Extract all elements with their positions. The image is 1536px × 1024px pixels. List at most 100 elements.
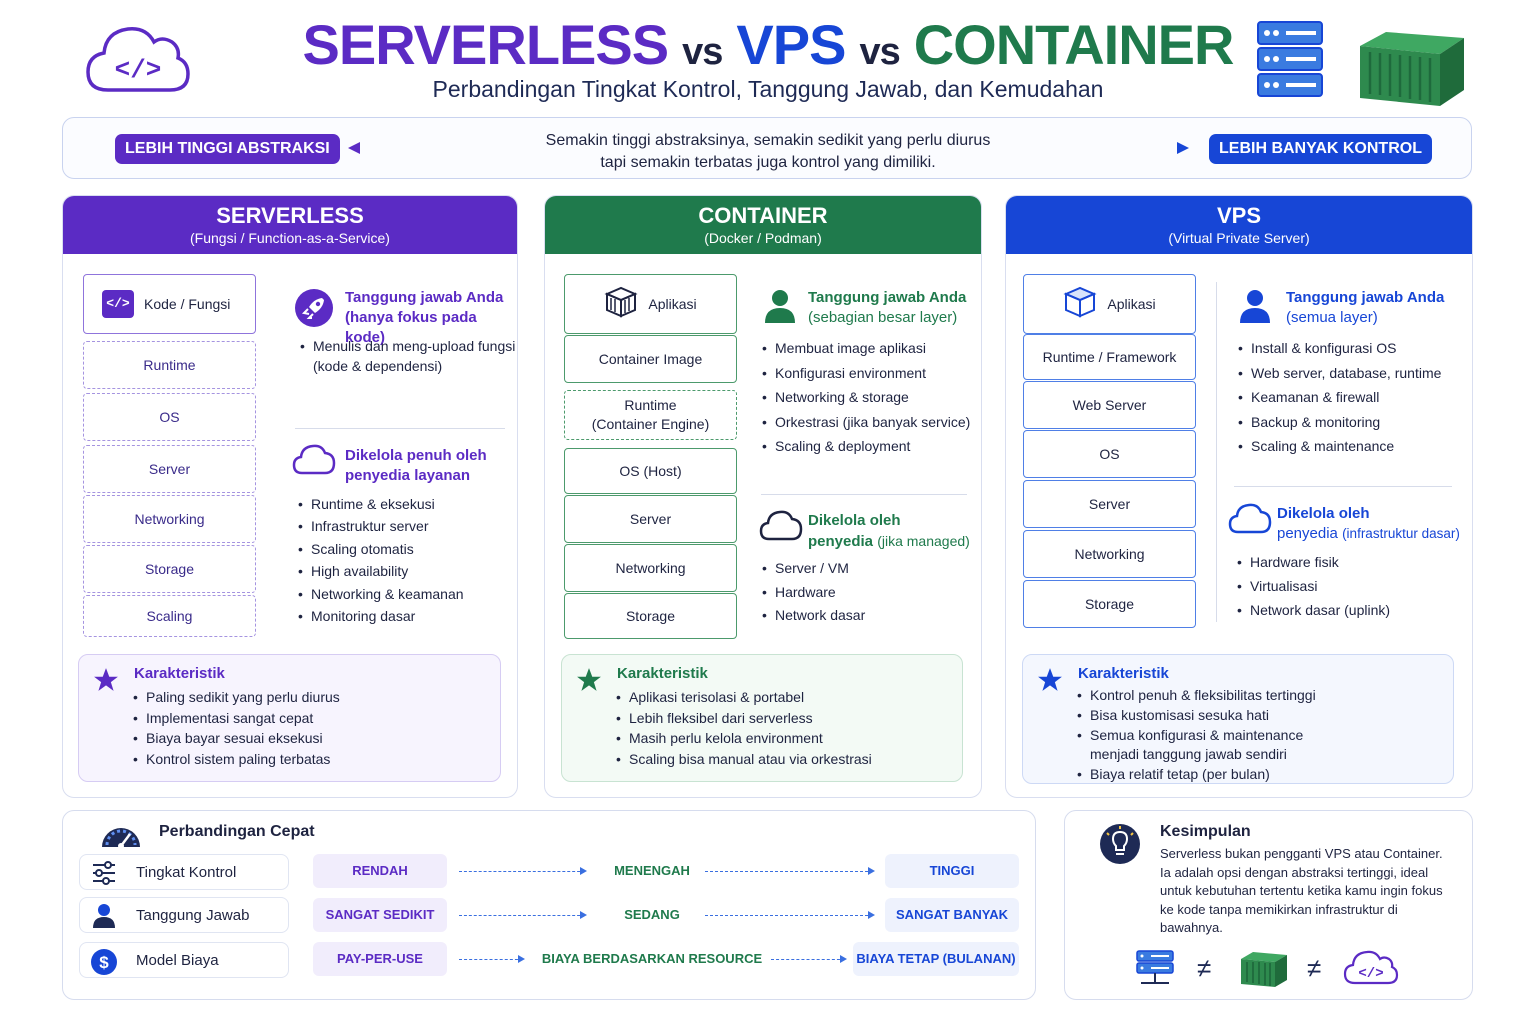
list-item: Scaling bisa manual atau via orkestrasi: [614, 749, 872, 770]
star-icon: [93, 667, 119, 698]
list-item: Networking & keamanan: [296, 583, 464, 606]
quick-comparison: Perbandingan Cepat Tingkat Kontrol RENDA…: [62, 810, 1036, 1000]
svg-text:$: $: [99, 953, 109, 972]
list-item: Server / VM: [760, 557, 865, 581]
title-container: CONTAINER: [913, 13, 1235, 76]
managed-note: (jika managed): [877, 533, 970, 549]
conclusion-text: Serverless bukan pengganti VPS atau Cont…: [1160, 846, 1443, 935]
managed-title-text2: penyedia: [1277, 525, 1338, 542]
value-container: MENENGAH: [614, 863, 690, 878]
list-item: Scaling & maintenance: [1236, 434, 1441, 459]
value-vps: TINGGI: [885, 854, 1019, 888]
layer-label: Runtime (Container Engine): [591, 397, 710, 432]
not-equal-symbol: ≠: [1197, 953, 1212, 983]
serverless-title: SERVERLESS: [216, 203, 364, 228]
list-item: Masih perlu kelola environment: [614, 728, 872, 749]
vps-header: VPS (Virtual Private Server): [1006, 196, 1472, 254]
serverless-resp-title: Tanggung jawab Anda (hanya fokus pada ko…: [345, 288, 517, 348]
list-item: Implementasi sangat cepat: [131, 708, 340, 729]
divider: [1234, 486, 1452, 487]
shipping-container-icon: [1239, 949, 1289, 994]
banner-text-line2: tapi semakin terbatas juga kontrol yang …: [600, 154, 936, 171]
dashed-arrow: [459, 955, 525, 963]
serverless-resp-list: Menulis dan meng-upload fungsi (kode & d…: [298, 336, 517, 376]
layer-application: Aplikasi: [564, 274, 737, 334]
serverless-managed-title: Dikelola penuh oleh penyedia layanan: [345, 446, 487, 486]
person-icon: [90, 903, 118, 933]
list-item: Runtime & eksekusi: [296, 493, 464, 516]
rocket-icon: [294, 288, 334, 333]
resp-title-text: Tanggung jawab Anda: [1286, 289, 1445, 306]
list-item: Biaya bayar sesuai eksekusi: [131, 728, 340, 749]
not-equal-symbol: ≠: [1307, 953, 1322, 983]
row-label-control: Tingkat Kontrol: [79, 854, 289, 890]
vps-subtitle: (Virtual Private Server): [1168, 230, 1310, 246]
managed-title-text: Dikelola oleh: [808, 512, 901, 529]
cloud-icon: [759, 508, 803, 547]
layer-runtime: Runtime: [83, 341, 256, 389]
managed-title-text: Dikelola penuh oleh: [345, 447, 487, 464]
vps-panel: VPS (Virtual Private Server) Aplikasi Ru…: [1005, 195, 1473, 798]
higher-abstraction-pill: LEBIH TINGGI ABSTRAKSI: [115, 134, 340, 164]
layer-os-host: OS (Host): [564, 448, 737, 494]
dashed-arrow: [771, 955, 847, 963]
container-resp-title: Tanggung jawab Anda (sebagian besar laye…: [808, 288, 966, 328]
layer-server: Server: [83, 445, 256, 493]
list-item: Kontrol sistem paling terbatas: [131, 749, 340, 770]
layer-application: Aplikasi: [1023, 274, 1196, 334]
layer-web-server: Web Server: [1023, 381, 1196, 429]
sliders-icon: [90, 860, 118, 890]
value-vps: BIAYA TETAP (BULANAN): [853, 942, 1019, 976]
layer-networking: Networking: [564, 544, 737, 592]
svg-text:</>: </>: [115, 55, 162, 85]
characteristics-list: Aplikasi terisolasi & portabel Lebih fle…: [614, 687, 872, 769]
dollar-icon: $: [90, 948, 118, 980]
value-vps: SANGAT BANYAK: [885, 898, 1019, 932]
list-item: Install & konfigurasi OS: [1236, 336, 1441, 361]
characteristics-title: Karakteristik: [134, 665, 225, 682]
lightbulb-icon: [1099, 823, 1141, 870]
list-item: Network dasar (uplink): [1235, 598, 1390, 622]
layer-storage: Storage: [1023, 580, 1196, 628]
container-managed-list: Server / VM Hardware Network dasar: [760, 557, 865, 628]
title-vps: VPS: [736, 13, 846, 76]
arrow-left-icon: [348, 141, 508, 160]
serverless-managed-list: Runtime & eksekusi Infrastruktur server …: [296, 493, 464, 628]
serverless-subtitle: (Fungsi / Function-as-a-Service): [190, 230, 390, 246]
divider: [295, 428, 505, 429]
layer-storage: Storage: [564, 593, 737, 639]
serverless-characteristics: Karakteristik Paling sedikit yang perlu …: [78, 654, 501, 782]
dashed-arrow: [459, 911, 587, 919]
row-label-responsibility: Tanggung Jawab: [79, 897, 289, 933]
value-container: BIAYA BERDASARKAN RESOURCE: [541, 951, 763, 966]
container-characteristics: Karakteristik Aplikasi terisolasi & port…: [561, 654, 963, 782]
list-item: Membuat image aplikasi: [760, 336, 970, 361]
resp-title-text: Tanggung jawab Anda: [345, 289, 504, 306]
layer-storage: Storage: [83, 545, 256, 593]
list-item: Hardware: [760, 581, 865, 605]
title-vs: vs: [859, 31, 900, 73]
list-item: Semua konfigurasi & maintenance menjadi …: [1075, 726, 1325, 763]
divider-vertical: [1216, 282, 1217, 622]
code-icon: </>: [102, 290, 134, 318]
managed-note: (infrastruktur dasar): [1342, 526, 1460, 541]
value-serverless: RENDAH: [313, 854, 447, 888]
list-item: Hardware fisik: [1235, 550, 1390, 574]
banner-text: Semakin tinggi abstraksinya, semakin sed…: [518, 130, 1018, 174]
person-icon: [763, 288, 797, 329]
layer-server: Server: [564, 495, 737, 543]
gauge-icon: [99, 820, 143, 855]
list-item: Backup & monitoring: [1236, 410, 1441, 435]
layer-networking: Networking: [83, 495, 256, 543]
list-item: Kontrol penuh & fleksibilitas tertinggi: [1075, 686, 1325, 705]
list-item: Aplikasi terisolasi & portabel: [614, 687, 872, 708]
list-item: Orkestrasi (jika banyak service): [760, 410, 970, 435]
star-icon: [1037, 667, 1063, 698]
container-box-icon: [604, 286, 638, 323]
banner-text-line1: Semakin tinggi abstraksinya, semakin sed…: [545, 132, 991, 149]
list-item: Lebih fleksibel dari serverless: [614, 708, 872, 729]
list-item: Paling sedikit yang perlu diurus: [131, 687, 340, 708]
vps-characteristics: Karakteristik Kontrol penuh & fleksibili…: [1022, 654, 1454, 784]
serverless-panel: SERVERLESS (Fungsi / Function-as-a-Servi…: [62, 195, 518, 798]
